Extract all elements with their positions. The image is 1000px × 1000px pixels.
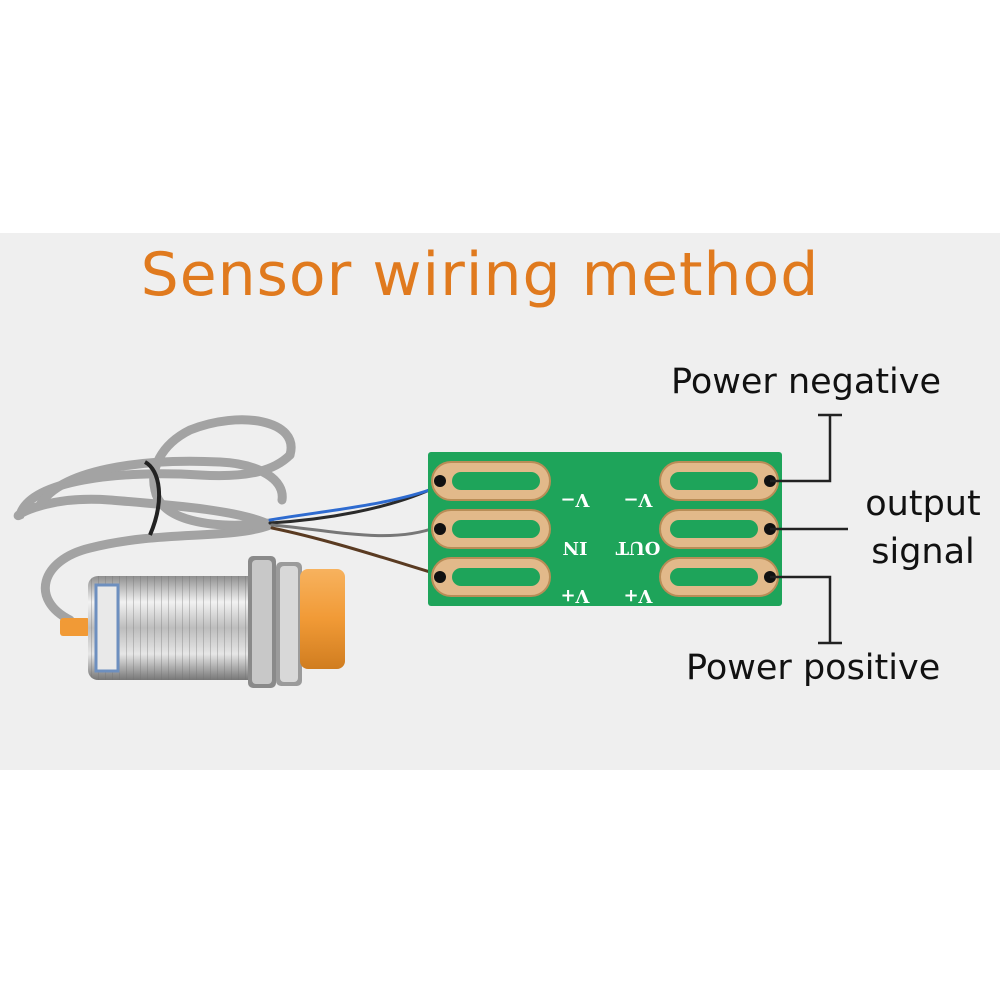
sensor-cable: [13, 415, 296, 625]
page-title: Sensor wiring method: [140, 240, 820, 310]
label-power-positive: Power positive: [686, 648, 941, 688]
label-power-negative: Power negative: [671, 362, 942, 402]
pin-label-left-1: V−: [560, 489, 590, 510]
sensor-wires: [268, 483, 442, 577]
pin-label-left-2: IN: [563, 537, 588, 558]
pin-label-right-3: V+: [623, 585, 653, 606]
pin-label-left-3: V+: [560, 585, 590, 606]
label-output-signal: output signal: [846, 480, 1000, 576]
terminal-board: V− IN V+ V− OUT V+: [428, 452, 782, 606]
label-output-line1: output: [865, 484, 981, 524]
proximity-sensor: [60, 556, 345, 688]
cable-tie: [143, 460, 162, 536]
leader-lines: [770, 413, 848, 645]
pin-label-right-2: OUT: [615, 537, 660, 558]
pin-label-right-1: V−: [623, 489, 653, 510]
label-output-line2: signal: [871, 532, 975, 572]
